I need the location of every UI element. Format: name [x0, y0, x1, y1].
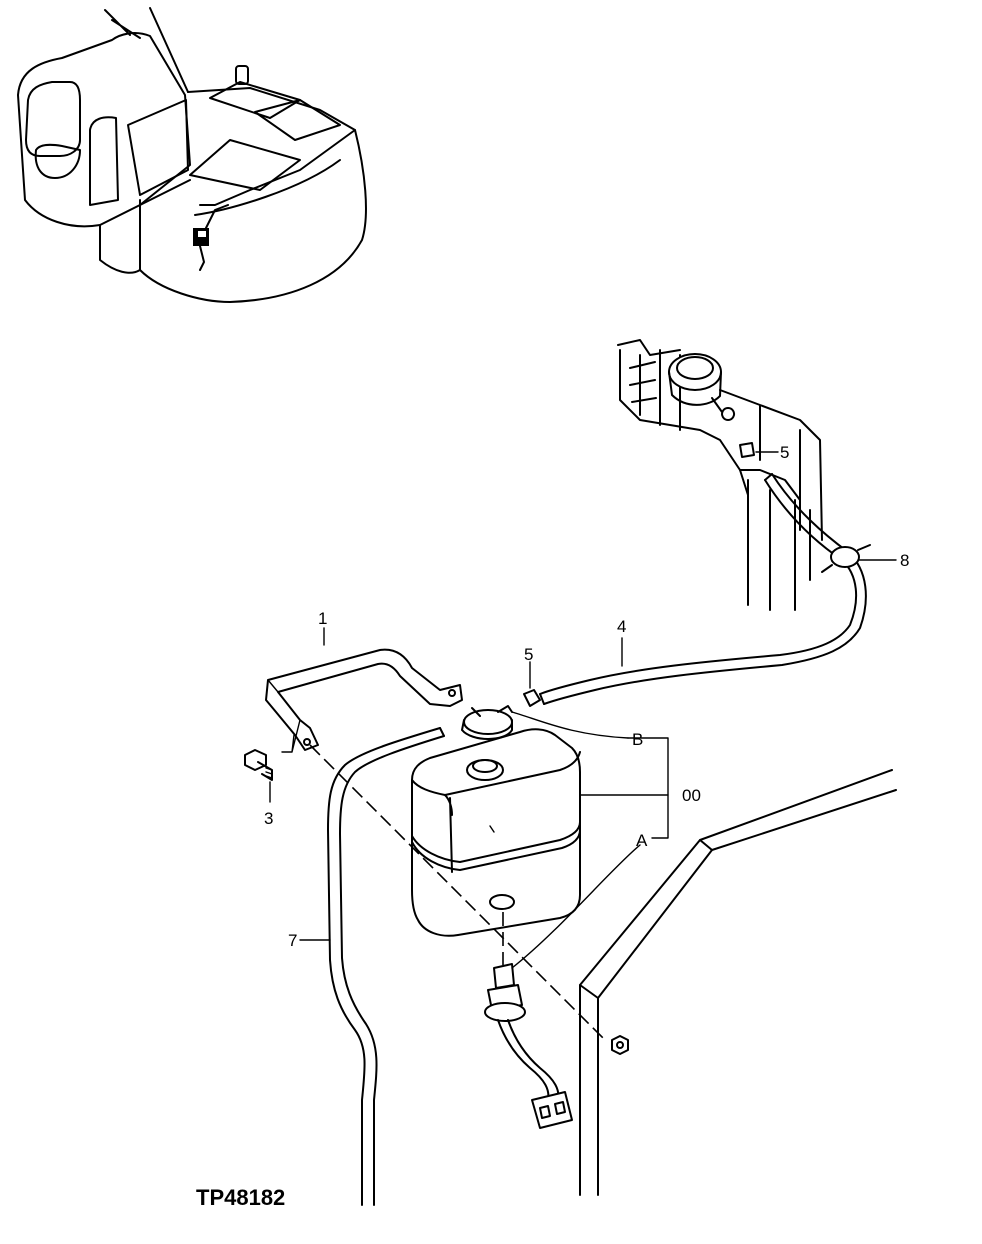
tank-cap — [461, 705, 629, 740]
callout-B: B — [632, 730, 643, 749]
bolt — [244, 749, 273, 803]
mount-centerline — [309, 744, 606, 1041]
callout-3: 3 — [264, 809, 273, 828]
callout-00: 00 — [682, 786, 701, 805]
callout-8: 8 — [900, 551, 909, 570]
callout-4: 4 — [617, 617, 626, 636]
body-frame — [579, 769, 897, 1196]
callout-5-tank: 5 — [524, 645, 533, 664]
figure-id: TP48182 — [196, 1185, 285, 1210]
hose-4 — [539, 473, 867, 705]
radiator — [617, 339, 823, 611]
assembly-bracket — [627, 737, 669, 839]
callout-1: 1 — [318, 609, 327, 628]
nut — [611, 1035, 629, 1055]
level-sensor — [484, 844, 641, 1129]
callout-5-radiator: 5 — [780, 443, 789, 462]
hose-7 — [299, 727, 445, 1206]
callout-7: 7 — [288, 931, 297, 950]
bracket — [265, 627, 463, 753]
hose-clip — [821, 544, 897, 573]
hose-clamp — [523, 661, 541, 707]
machine-overview — [17, 7, 367, 303]
callout-A: A — [636, 831, 648, 850]
reserve-tank — [411, 728, 669, 937]
